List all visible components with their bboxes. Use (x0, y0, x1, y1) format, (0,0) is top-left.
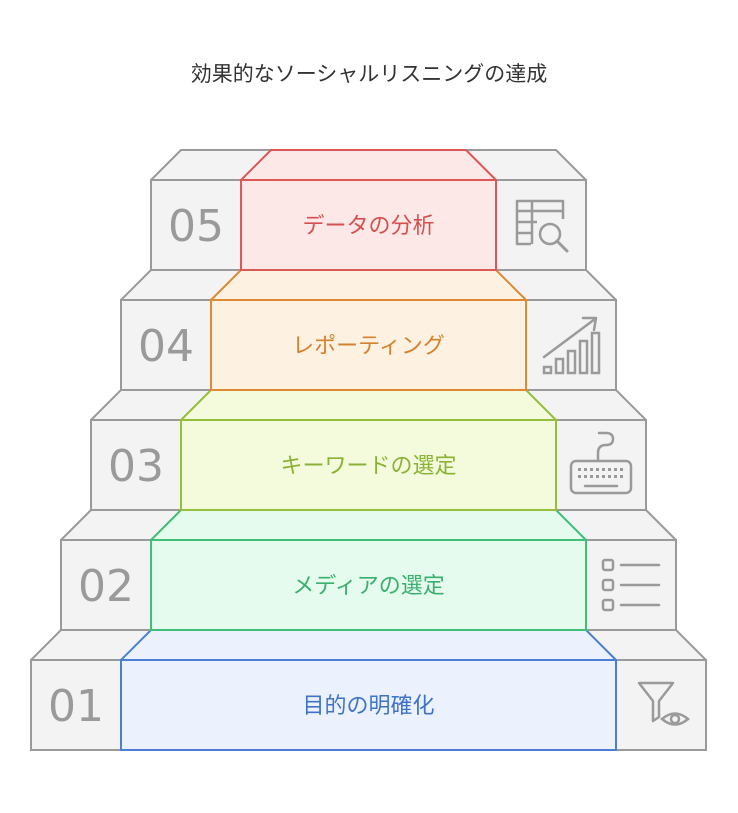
bar-chart-up-icon (542, 316, 601, 375)
step-04: 04 レポーティング (120, 269, 617, 391)
step-label: メディアの選定 (292, 574, 444, 599)
step-color-front (150, 539, 587, 631)
step-number: 01 (48, 681, 104, 732)
step-color-top (180, 389, 557, 421)
step-03: 03 キーワードの選定 (90, 389, 647, 511)
step-label: キーワードの選定 (280, 454, 456, 479)
step-color-front (240, 179, 497, 271)
step-color-top (150, 509, 587, 541)
step-02: 02 メディアの選定 (60, 509, 677, 631)
step-label: 目的の明確化 (302, 694, 434, 719)
step-color-top (120, 629, 617, 661)
step-color-front (120, 659, 617, 751)
table-search-icon (515, 199, 569, 253)
step-number: 05 (168, 201, 224, 252)
step-number: 04 (138, 321, 194, 372)
step-label: レポーティング (292, 334, 445, 359)
step-color-front (210, 299, 527, 391)
keyboard-icon (569, 431, 633, 495)
step-color-top (240, 149, 497, 181)
list-icon (601, 558, 661, 612)
step-05: 05 データの分析 (150, 149, 587, 271)
step-color-front (180, 419, 557, 511)
step-label: データの分析 (302, 214, 434, 239)
step-number: 03 (108, 441, 164, 492)
step-01: 01 目的の明確化 (30, 629, 707, 751)
funnel-eye-icon (637, 681, 690, 726)
diagram-title: 効果的なソーシャルリスニングの達成 (190, 62, 548, 86)
step-number: 02 (78, 561, 134, 612)
step-color-top (210, 269, 527, 301)
